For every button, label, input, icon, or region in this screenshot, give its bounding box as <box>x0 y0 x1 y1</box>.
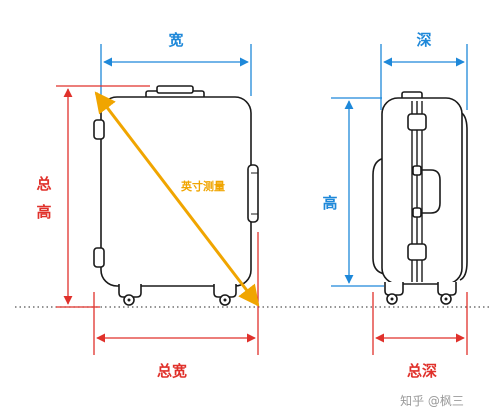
height-label: 高 <box>322 194 337 212</box>
front-suitcase-body <box>100 96 252 287</box>
watermark: 知乎 @枫三 <box>400 393 464 408</box>
total-height-dimension <box>56 85 150 308</box>
total-width-label: 总宽 <box>157 362 187 380</box>
total-depth-label: 总深 <box>407 362 437 380</box>
height-dimension <box>331 97 384 287</box>
width-dimension <box>100 44 252 96</box>
total-height-label-bottom: 高 <box>36 203 51 221</box>
diagonal-measure-arrow <box>94 91 260 307</box>
side-suitcase <box>372 91 468 305</box>
total-depth-dimension <box>372 292 468 355</box>
total-height-label-top: 总 <box>36 175 51 193</box>
depth-dimension <box>380 44 468 110</box>
depth-label: 深 <box>416 31 431 49</box>
diagonal-label: 英寸测量 <box>180 179 225 193</box>
width-label: 宽 <box>167 31 183 49</box>
